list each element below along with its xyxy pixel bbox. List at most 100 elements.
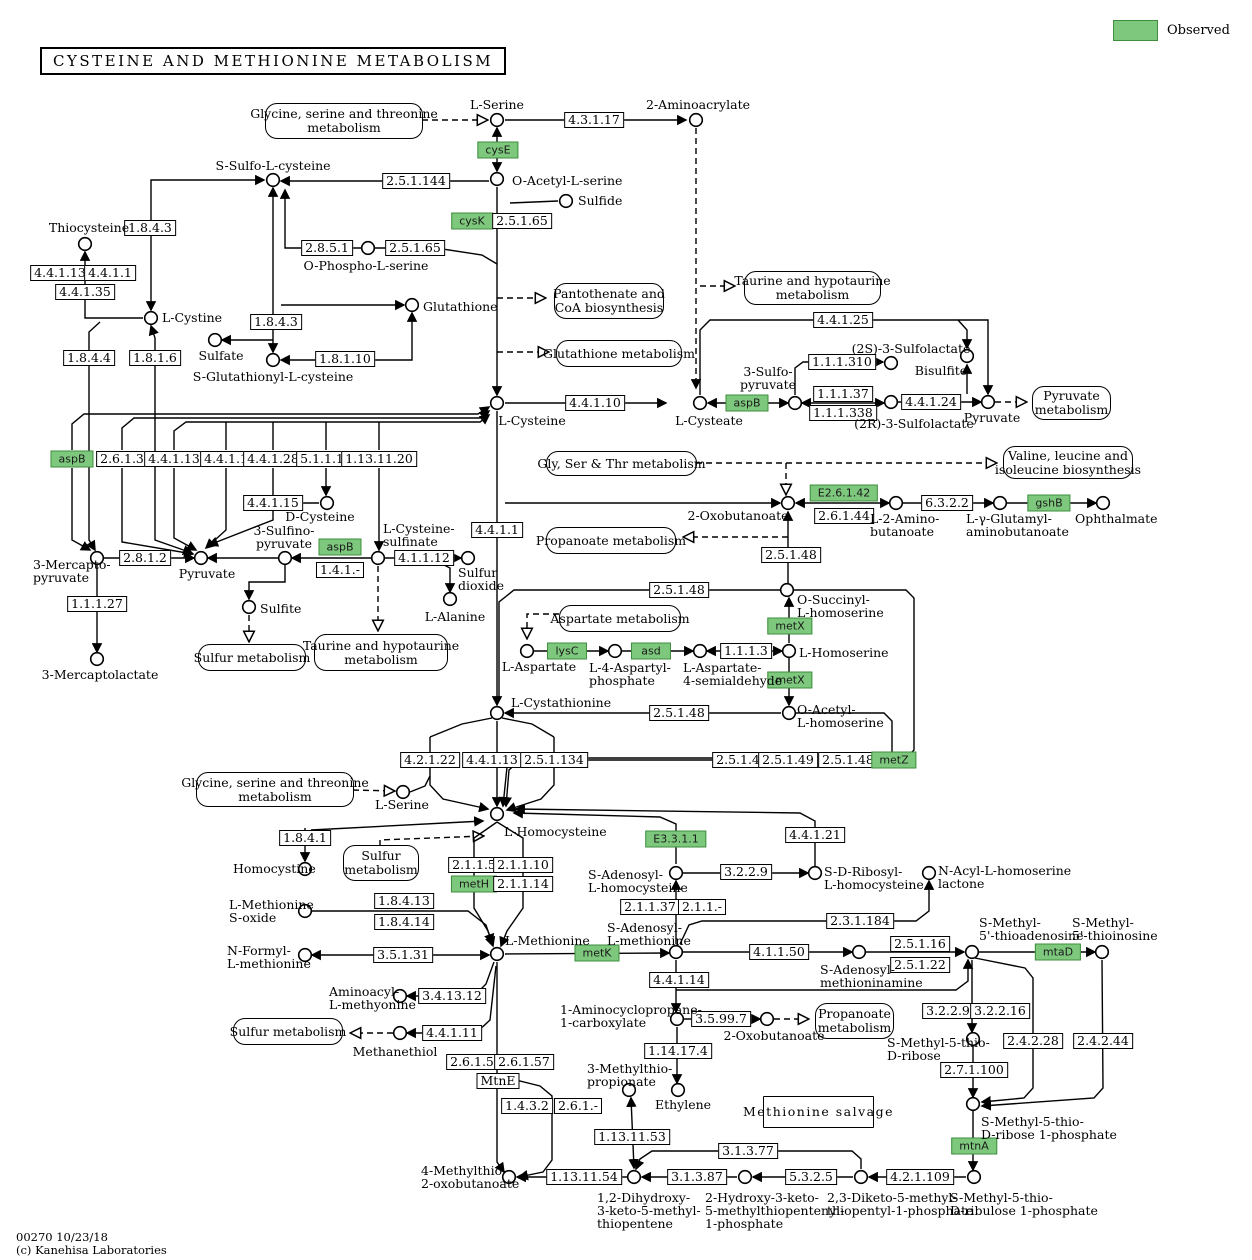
node-aminoacyl-l-methyonine[interactable] <box>392 988 408 1004</box>
enzyme-box-2.5.1.144[interactable]: 2.5.1.144 <box>382 173 450 189</box>
node-l-serine-2[interactable] <box>395 784 411 800</box>
node-sulfide[interactable] <box>558 193 574 209</box>
enzyme-box-2.5.1.48[interactable]: 2.5.1.48 <box>649 705 709 721</box>
enzyme-box-4.4.1.1[interactable]: 4.4.1.1 <box>200 451 252 467</box>
enzyme-box-2.5.1.22[interactable]: 2.5.1.22 <box>890 957 950 973</box>
node-l-aspartate[interactable] <box>519 643 535 659</box>
enzyme-box-metZ[interactable]: metZ <box>871 751 917 769</box>
enzyme-box-metX[interactable]: metX <box>767 617 813 635</box>
node-n-acyl-l-homoserine-lactone[interactable] <box>921 865 937 881</box>
enzyme-box-4.4.1.35[interactable]: 4.4.1.35 <box>55 284 115 300</box>
node-l-homocysteine[interactable] <box>489 806 505 822</box>
enzyme-box-4.4.1.15[interactable]: 4.4.1.15 <box>243 495 303 511</box>
enzyme-box-4.4.1.21[interactable]: 4.4.1.21 <box>785 827 845 843</box>
enzyme-box-1.8.1.10[interactable]: 1.8.1.10 <box>315 351 375 367</box>
node-s-adenosyl-l-methionine[interactable] <box>668 944 684 960</box>
node-ethylene[interactable] <box>670 1082 686 1098</box>
enzyme-box-2.5.1.65[interactable]: 2.5.1.65 <box>492 213 552 229</box>
enzyme-box-aspB[interactable]: aspB <box>50 450 94 468</box>
enzyme-box-1.4.1.-[interactable]: 1.4.1.- <box>315 562 365 578</box>
node-l-methionine-s-oxide[interactable] <box>297 903 313 919</box>
node-l-cystine[interactable] <box>143 310 159 326</box>
enzyme-box-3.4.13.12[interactable]: 3.4.13.12 <box>418 988 486 1004</box>
enzyme-box-3.2.2.9[interactable]: 3.2.2.9 <box>922 1003 974 1019</box>
node-s-methyl-5-thio-d-ribulose-1-phosphate[interactable] <box>966 1169 982 1185</box>
node-3-mercaptopyruvate[interactable] <box>89 550 105 566</box>
enzyme-box-2.6.1.3[interactable]: 2.6.1.3 <box>96 451 148 467</box>
node-l-cystathionine[interactable] <box>489 705 505 721</box>
enzyme-box-4.1.1.50[interactable]: 4.1.1.50 <box>749 944 809 960</box>
enzyme-box-aspB[interactable]: aspB <box>318 538 362 556</box>
enzyme-box-1.8.4.14[interactable]: 1.8.4.14 <box>374 914 434 930</box>
enzyme-box-2.1.1.5[interactable]: 2.1.1.5 <box>448 857 500 873</box>
node-3-methylthio-propionate[interactable] <box>621 1082 637 1098</box>
enzyme-box-3.2.2.16[interactable]: 3.2.2.16 <box>970 1003 1030 1019</box>
enzyme-box-3.2.2.9[interactable]: 3.2.2.9 <box>720 864 772 880</box>
enzyme-box-2.5.1.48[interactable]: 2.5.1.48 <box>818 752 878 768</box>
enzyme-box-cysE[interactable]: cysE <box>477 141 519 159</box>
node-2r-3-sulfolactate[interactable] <box>883 394 899 410</box>
enzyme-box-4.3.1.17[interactable]: 4.3.1.17 <box>564 112 624 128</box>
pathway-link-box[interactable]: Methionine salvage <box>743 1096 893 1128</box>
enzyme-box-2.5.1.48[interactable]: 2.5.1.48 <box>712 752 772 768</box>
enzyme-box-metX[interactable]: metX <box>767 671 813 689</box>
enzyme-box-cysK[interactable]: cysK <box>451 212 493 230</box>
enzyme-box-4.4.1.13[interactable]: 4.4.1.13 <box>30 265 90 281</box>
node-diketo-methylthiopentyl-phosphate[interactable] <box>853 1169 869 1185</box>
node-o-acetyl-l-serine[interactable] <box>489 171 505 187</box>
enzyme-box-2.5.1.134[interactable]: 2.5.1.134 <box>520 752 588 768</box>
enzyme-box-2.1.1.-[interactable]: 2.1.1.- <box>677 899 727 915</box>
enzyme-box-2.3.1.184[interactable]: 2.3.1.184 <box>826 913 894 929</box>
node-sulfur-dioxide[interactable] <box>460 550 476 566</box>
enzyme-box-1.8.4.13[interactable]: 1.8.4.13 <box>374 893 434 909</box>
node-s-methyl-5-thioadenosine[interactable] <box>964 944 980 960</box>
node-l-cysteate[interactable] <box>692 395 708 411</box>
node-2-aminoacrylate[interactable] <box>688 112 704 128</box>
enzyme-box-2.6.1.57[interactable]: 2.6.1.57 <box>494 1054 554 1070</box>
enzyme-box-2.5.1.16[interactable]: 2.5.1.16 <box>890 936 950 952</box>
node-methanethiol[interactable] <box>392 1025 408 1041</box>
enzyme-box-2.5.1.48[interactable]: 2.5.1.48 <box>649 582 709 598</box>
node-bisulfite[interactable] <box>959 348 975 364</box>
node-hydroxy-keto-methylthiopentenyl-phosphate[interactable] <box>737 1169 753 1185</box>
enzyme-box-2.1.1.10[interactable]: 2.1.1.10 <box>493 857 553 873</box>
node-d-cysteine[interactable] <box>319 495 335 511</box>
node-2-oxobutanoate[interactable] <box>780 495 796 511</box>
enzyme-box-E2.6.1.42[interactable]: E2.6.1.42 <box>809 484 879 502</box>
enzyme-box-3.5.1.31[interactable]: 3.5.1.31 <box>373 947 433 963</box>
enzyme-box-4.2.1.109[interactable]: 4.2.1.109 <box>886 1169 954 1185</box>
node-l-methionine[interactable] <box>489 946 505 962</box>
enzyme-box-4.4.1.1[interactable]: 4.4.1.1 <box>84 265 136 281</box>
node-s-glutathionyl-l-cysteine[interactable] <box>265 352 281 368</box>
node-o-acetyl-l-homoserine[interactable] <box>781 705 797 721</box>
node-dihydroxy-keto-methylthiopentene[interactable] <box>626 1169 642 1185</box>
node-s-sulfo-l-cysteine[interactable] <box>265 172 281 188</box>
enzyme-box-metK[interactable]: metK <box>574 944 620 962</box>
node-l-2-aminobutanoate[interactable] <box>888 495 904 511</box>
enzyme-box-1.4.3.2[interactable]: 1.4.3.2 <box>501 1098 553 1114</box>
node-2-oxobutanoate-2[interactable] <box>759 1011 775 1027</box>
enzyme-box-4.4.1.11[interactable]: 4.4.1.11 <box>422 1025 482 1041</box>
node-3-sulfinopyruvate[interactable] <box>277 550 293 566</box>
node-l-homoserine[interactable] <box>781 643 797 659</box>
node-l-alanine[interactable] <box>442 591 458 607</box>
enzyme-box-metH[interactable]: metH <box>450 875 498 893</box>
enzyme-box-4.4.1.13[interactable]: 4.4.1.13 <box>462 752 522 768</box>
enzyme-box-aspB[interactable]: aspB <box>725 394 769 412</box>
pathway-link-box[interactable]: Sulfur metabolism <box>230 1018 346 1045</box>
enzyme-box-4.2.1.22[interactable]: 4.2.1.22 <box>400 752 460 768</box>
node-s-adenosyl-l-homocysteine[interactable] <box>668 865 684 881</box>
node-4-methylthio-2-oxobutanoate[interactable] <box>501 1169 517 1185</box>
enzyme-box-2.5.1.65[interactable]: 2.5.1.65 <box>385 240 445 256</box>
enzyme-box-2.4.2.44[interactable]: 2.4.2.44 <box>1073 1033 1133 1049</box>
node-3-sulfopyruvate[interactable] <box>787 395 803 411</box>
enzyme-box-1.8.4.3[interactable]: 1.8.4.3 <box>124 220 176 236</box>
enzyme-box-2.5.1.48[interactable]: 2.5.1.48 <box>761 547 821 563</box>
node-l-4-aspartyl-phosphate[interactable] <box>607 643 623 659</box>
